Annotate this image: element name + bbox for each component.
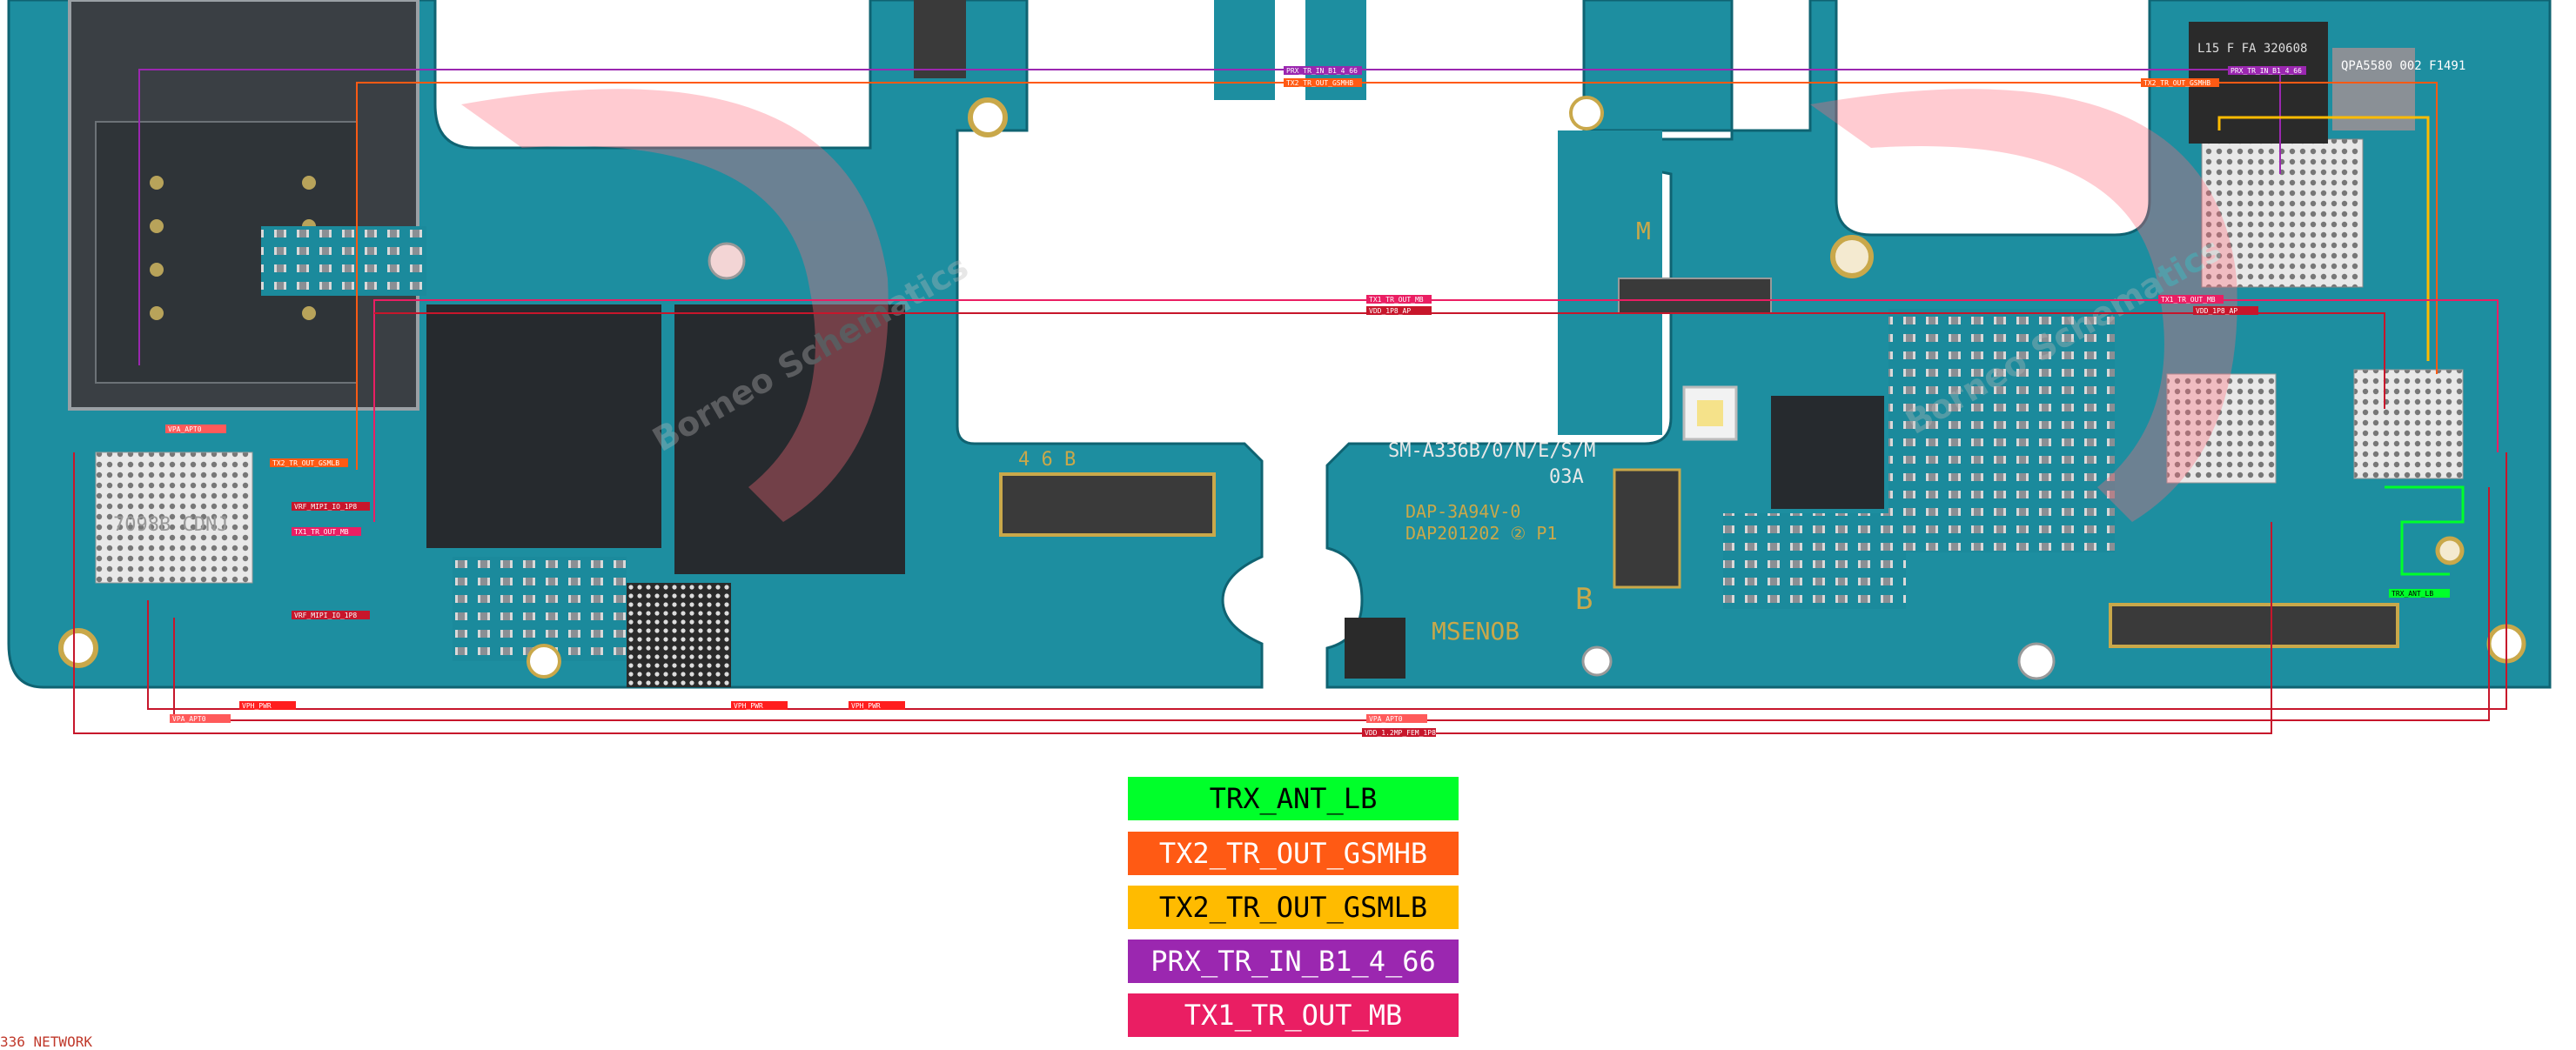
btb-connector xyxy=(2109,603,2399,648)
net-tag: VRF_MIPI_IO_1P8 xyxy=(294,612,357,619)
legend-label: TX2_TR_OUT_GSMHB xyxy=(1158,837,1428,870)
antenna-clip xyxy=(2435,536,2465,565)
bga-chip xyxy=(627,583,731,687)
model-marking: SM-A336B/0/N/E/S/M xyxy=(1388,440,1595,462)
legend-item-tx1-mb: TX1_TR_OUT_MB xyxy=(1128,993,1459,1037)
chip-marking: 7098B CDNJ xyxy=(113,514,228,536)
net-tag: TX2_TR_OUT_GSMHB xyxy=(1286,79,1353,87)
net-tag: TX2_TR_OUT_GSMLB xyxy=(272,459,339,467)
net-tag: TX1_TR_OUT_MB xyxy=(294,528,349,536)
fpc-connector xyxy=(999,472,1216,537)
right-board: QPA5580 002 F1491 L15 F FA 320608 SM-A33… xyxy=(1325,0,2552,689)
trx-ant-trace xyxy=(2385,485,2465,576)
prx-trace xyxy=(138,69,2281,365)
mount-hole xyxy=(968,97,1008,137)
side-marking: B xyxy=(1575,582,1593,617)
soc-bga xyxy=(2201,138,2364,288)
legend-item-trx-ant-lb: TRX_ANT_LB xyxy=(1128,777,1459,820)
pcb-board-diagram: 7098B CDNJ 4 6 B QPA5580 002 F1491 L15 F… xyxy=(7,0,2552,737)
net-tag: VDD_1.2MP_FEM_1P8 xyxy=(1365,729,1436,737)
net-tag: VPA_APT0 xyxy=(172,715,206,723)
legend-item-tx2-gsmlb: TX2_TR_OUT_GSMLB xyxy=(1128,886,1459,929)
net-tag: TX1_TR_OUT_MB xyxy=(2161,296,2216,304)
net-tag: PRX_TR_IN_B1_4_66 xyxy=(1286,67,1358,75)
legend-item-tx2-gsmhb: TX2_TR_OUT_GSMHB xyxy=(1128,832,1459,875)
chip-marking-right: QPA5580 002 F1491 xyxy=(2341,59,2465,73)
net-tag: VPH_PWR xyxy=(242,702,272,710)
tx2-gsmlb-trace xyxy=(2217,116,2430,361)
pa-chip xyxy=(2353,369,2464,479)
net-tag: VDD_1P8_AP xyxy=(1369,307,1411,315)
bga-chip-right xyxy=(2166,373,2277,484)
left-board: 7098B CDNJ 4 6 B xyxy=(7,0,1264,689)
net-tag: VPA_APT0 xyxy=(168,425,202,433)
net-tag: TRX_ANT_LB xyxy=(2392,590,2433,598)
qr-code xyxy=(1345,618,1405,679)
vph-trace xyxy=(147,452,2507,710)
legend-label: PRX_TR_IN_B1_4_66 xyxy=(1150,945,1436,978)
msen-marking: MSENOB xyxy=(1432,617,1519,645)
net-tag: VPA_APT0 xyxy=(1369,715,1403,723)
net-tag: VPH_PWR xyxy=(851,702,881,710)
footer-label: 336 NETWORK xyxy=(0,1033,92,1050)
legend-label: TX1_TR_OUT_MB xyxy=(1184,999,1403,1032)
dap-date-marking: DAP201202 ② P1 xyxy=(1405,523,1557,544)
tx2-gsmhb-trace xyxy=(356,82,2438,470)
net-tag: PRX_TR_IN_B1_4_66 xyxy=(2231,67,2302,75)
rf-transceiver xyxy=(95,451,253,584)
memory-chip-2 xyxy=(674,304,905,574)
pcb-id-marking: 4 6 B xyxy=(1018,449,1076,471)
chip-marking-top: L15 F FA 320608 xyxy=(2197,42,2307,56)
net-tag: TX2_TR_OUT_GSMHB xyxy=(2143,79,2210,87)
tx1-mb-trace xyxy=(373,299,2499,522)
legend-item-prx: PRX_TR_IN_B1_4_66 xyxy=(1128,940,1459,983)
pmic xyxy=(1771,396,1884,509)
rev-marking: 03A xyxy=(1549,466,1584,488)
net-tag: VDD_1P8_AP xyxy=(2196,307,2237,315)
vdd-trace xyxy=(374,312,2385,409)
net-tags: PRX_TR_IN_B1_4_66 TX2_TR_OUT_GSMHB TX2_T… xyxy=(165,66,2450,737)
dap-marking: DAP-3A94V-0 xyxy=(1405,501,1520,522)
net-tag: VPH_PWR xyxy=(734,702,763,710)
legend-label: TRX_ANT_LB xyxy=(1209,782,1378,815)
net-traces xyxy=(73,69,2507,734)
legend-label: TX2_TR_OUT_GSMLB xyxy=(1158,891,1428,924)
flex-strip-1 xyxy=(1214,0,1275,100)
vpa-trace xyxy=(73,452,2272,734)
m-marking: M xyxy=(1636,217,1651,245)
memory-chip-1 xyxy=(426,304,661,548)
net-tag: TX1_TR_OUT_MB xyxy=(1369,296,1424,304)
net-tag: VRF_MIPI_IO_1P8 xyxy=(294,503,357,511)
vdd-low-trace xyxy=(173,487,2490,721)
